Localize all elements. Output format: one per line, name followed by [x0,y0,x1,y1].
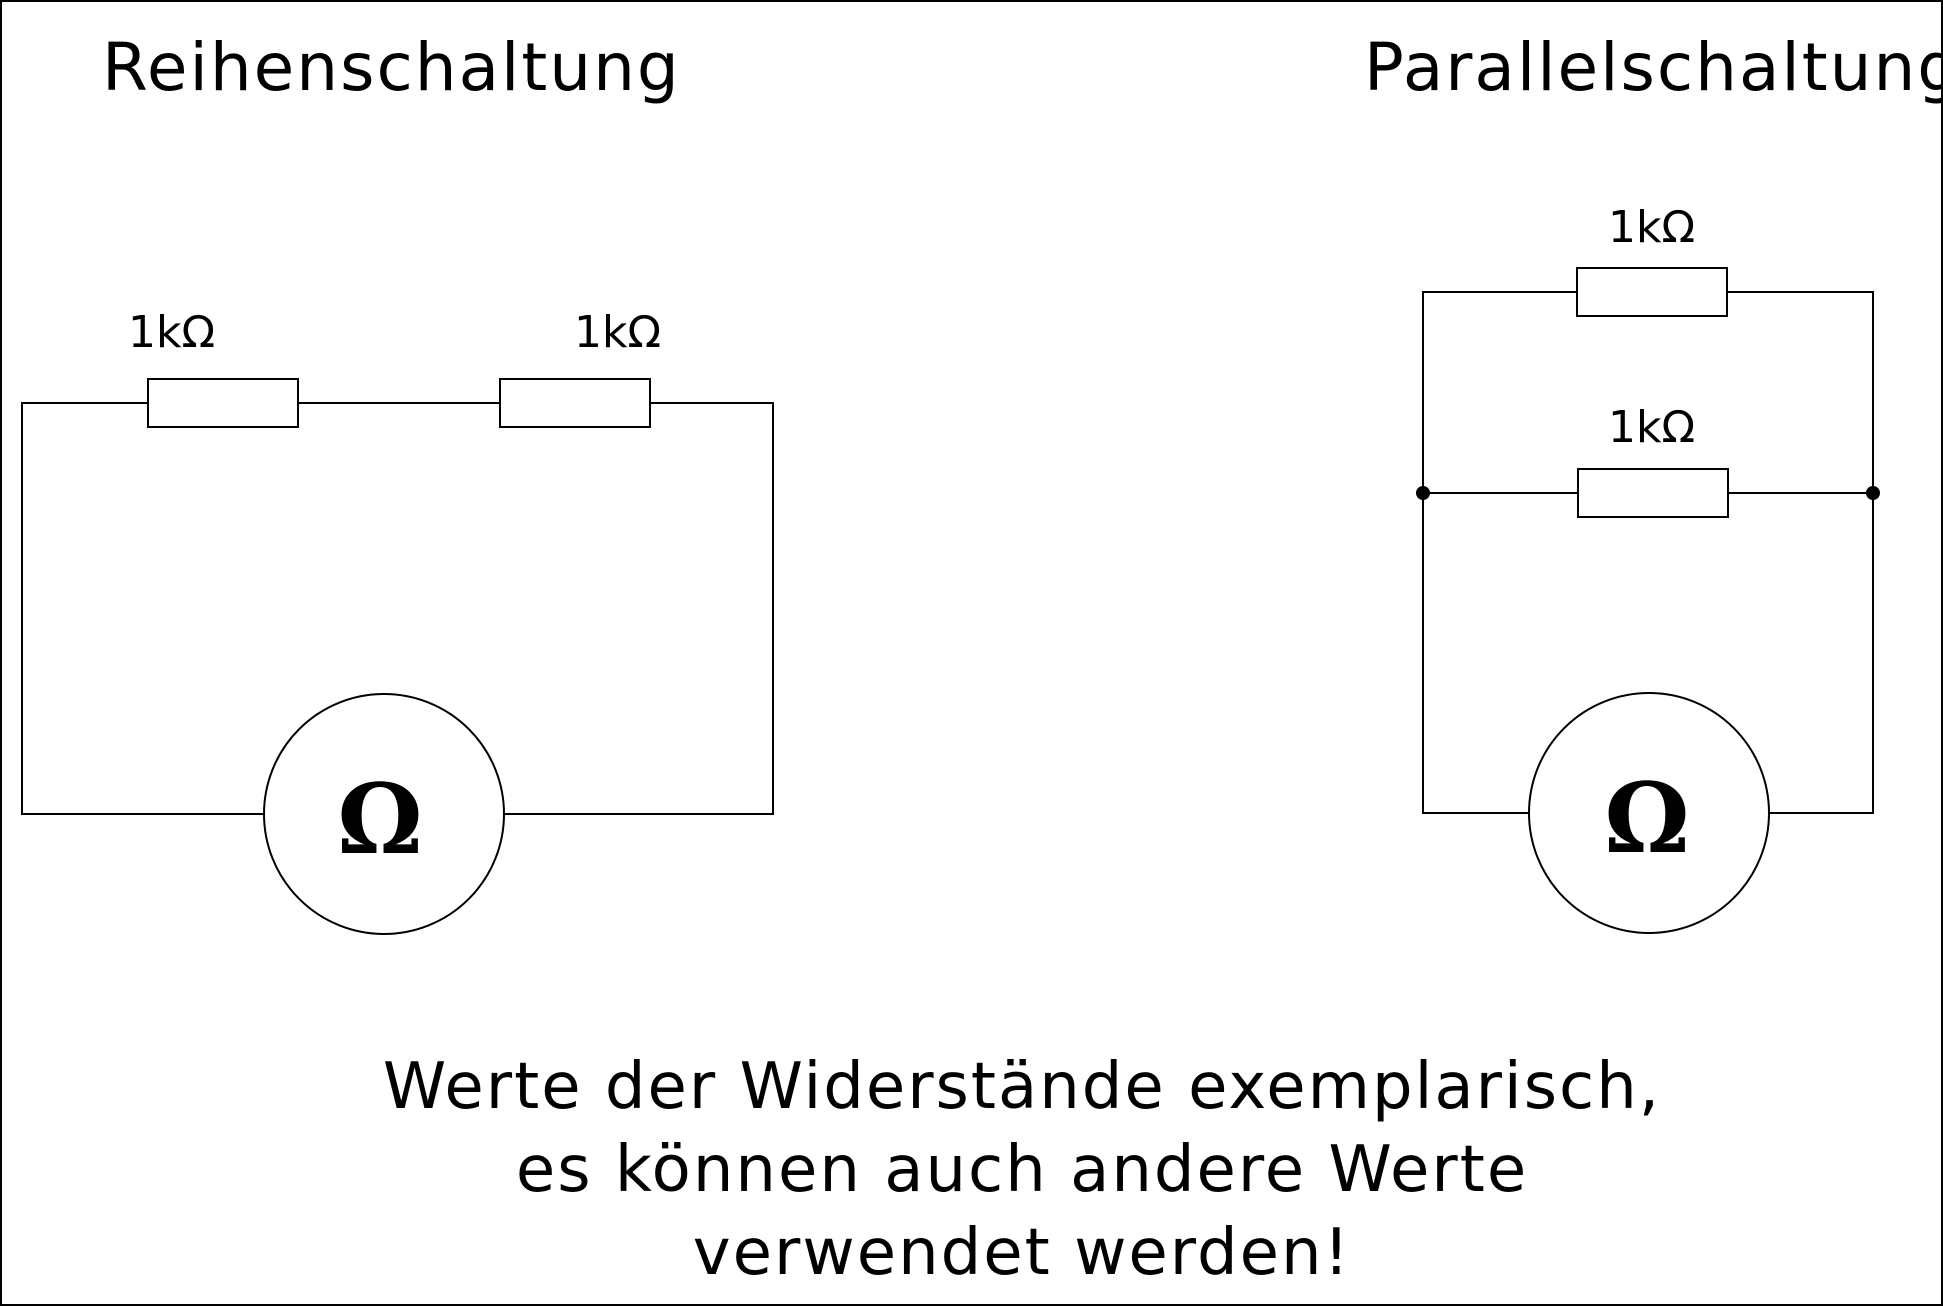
series-circuit-title: Reihenschaltung [102,29,681,106]
series-resistor-2-label: 1kΩ [574,307,661,358]
parallel-resistor-1 [1576,267,1728,317]
series-ohmmeter [263,693,505,935]
series-ohmmeter-symbol: Ω [337,763,422,876]
series-wire-right [503,402,774,815]
series-resistor-2 [499,378,651,428]
parallel-junction-left [1416,486,1430,500]
parallel-ohmmeter [1528,692,1770,934]
parallel-resistor-1-label: 1kΩ [1608,202,1695,253]
series-wire-left [21,402,264,815]
parallel-wire-left [1422,291,1577,814]
note-line-2: es können auch andere Werte [516,1133,1528,1207]
parallel-resistor-2 [1577,468,1729,518]
parallel-junction-right [1866,486,1880,500]
note-line-1: Werte der Widerstände exemplarisch, [383,1050,1661,1124]
note: Werte der Widerstände exemplarisch, es k… [383,1050,1661,1290]
parallel-resistor-2-label: 1kΩ [1608,402,1695,453]
parallel-ohmmeter-symbol: Ω [1604,762,1689,875]
parallel-circuit-title: Parallelschaltung [1364,29,1943,106]
parallel-circuit: Parallelschaltung 1kΩ 1kΩ Ω [1364,29,1943,934]
series-circuit: Reihenschaltung 1kΩ 1kΩ Ω [21,29,774,935]
series-resistor-1 [147,378,299,428]
note-line-3: verwendet werden! [693,1216,1351,1290]
series-resistor-1-label: 1kΩ [128,307,215,358]
parallel-wire-right [1727,291,1874,814]
